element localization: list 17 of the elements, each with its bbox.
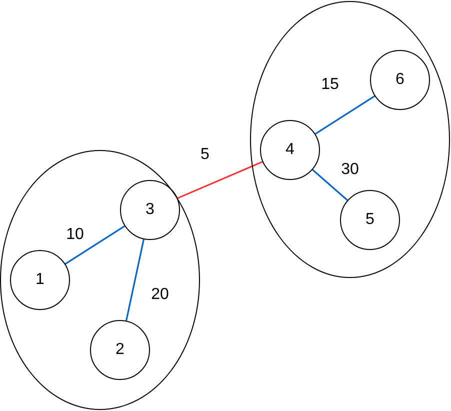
node-circle [90, 320, 150, 380]
node-circle [340, 190, 400, 250]
connector-line [314, 95, 376, 135]
node-number: 4 [286, 142, 294, 158]
node-circle [120, 180, 180, 240]
connector-line [312, 169, 348, 201]
connector-line [177, 161, 263, 199]
node-number: 1 [36, 272, 44, 288]
node-number: 5 [366, 212, 374, 228]
node-number: 3 [146, 202, 154, 218]
node-number: 2 [116, 342, 124, 358]
node-circle [260, 120, 320, 180]
node-number: 6 [396, 72, 404, 88]
connector-line [64, 225, 126, 265]
node-circle [370, 50, 430, 110]
connector-line [126, 239, 144, 321]
node-circle [10, 250, 70, 310]
